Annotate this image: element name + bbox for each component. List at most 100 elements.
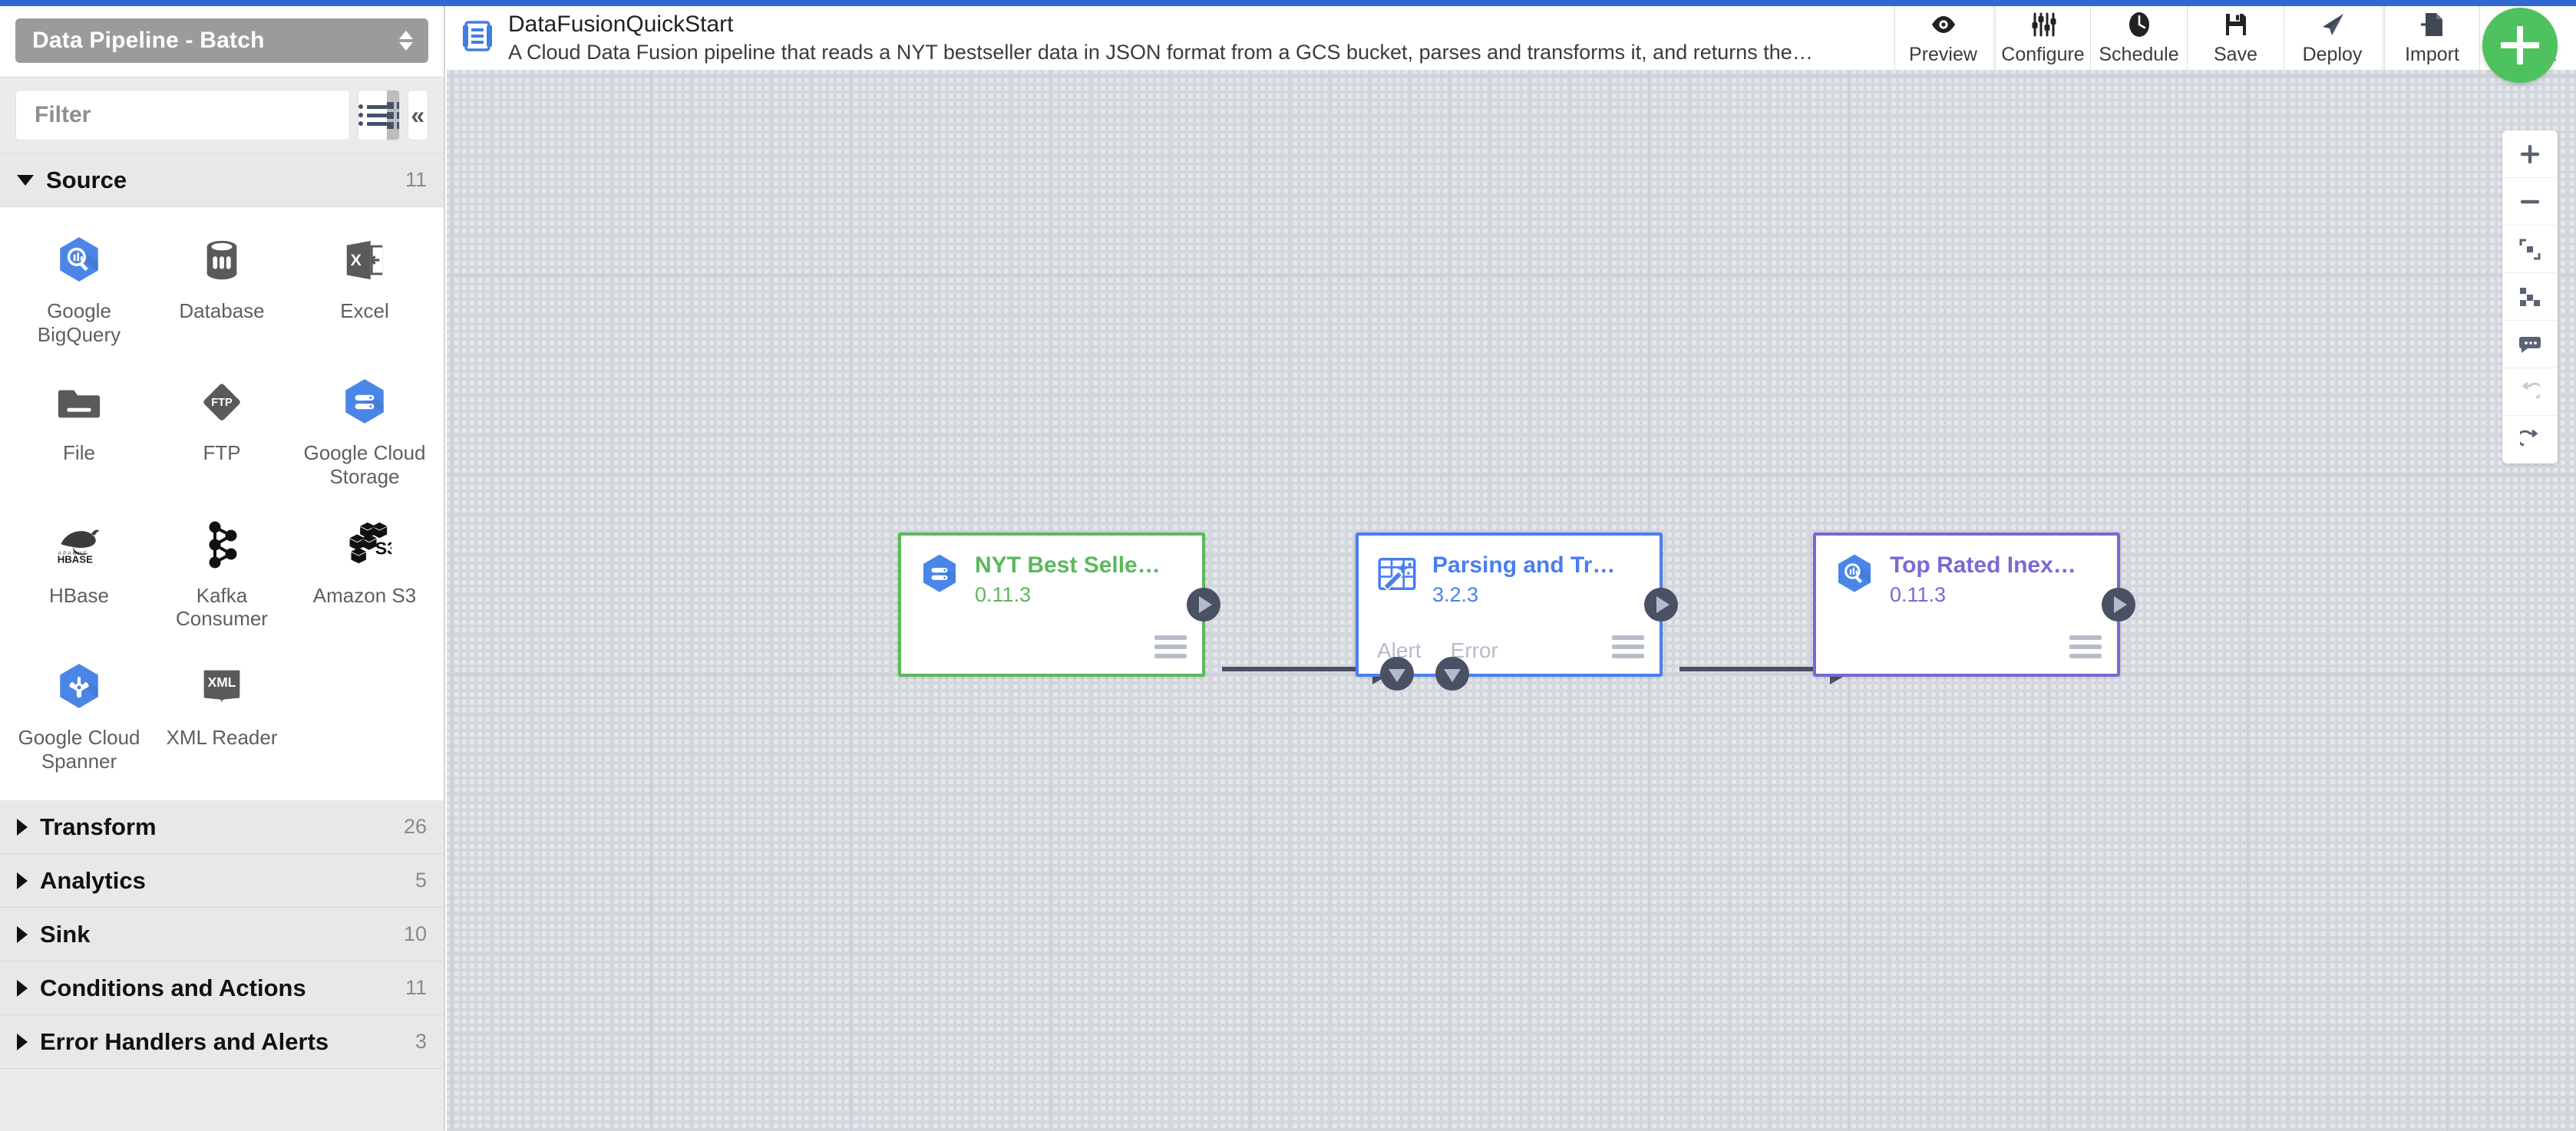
svg-text:S3: S3 <box>375 538 391 558</box>
pipeline-node-sink[interactable]: Top Rated Inex… 0.11.3 <box>1813 533 2135 677</box>
category-label: Source <box>46 166 127 193</box>
category-label: Analytics <box>40 866 146 894</box>
node-error-port[interactable] <box>1435 657 1469 691</box>
toolbar-label: Import <box>2405 43 2459 65</box>
deploy-button[interactable]: Deploy <box>2284 6 2380 70</box>
zoom-in-icon[interactable] <box>2502 130 2558 178</box>
chevron-right-icon <box>17 979 28 997</box>
pipeline-toolbar: DataFusionQuickStart A Cloud Data Fusion… <box>447 6 2576 71</box>
node-alert-port[interactable] <box>1380 657 1414 691</box>
chevron-right-icon <box>17 1033 28 1050</box>
plugin-google-cloud-storage[interactable]: Google Cloud Storage <box>293 369 436 493</box>
xml-reader-icon: XML <box>193 658 250 715</box>
toolbar-label: Configure <box>2001 43 2085 65</box>
toolbar-label: Preview <box>1909 43 1977 65</box>
source-plugin-grid: Google BigQuery Database <box>0 207 444 801</box>
node-output-port[interactable] <box>2102 588 2135 622</box>
import-icon <box>2420 11 2444 38</box>
node-version: 0.11.3 <box>975 582 1032 606</box>
filter-input[interactable] <box>15 90 350 140</box>
plugin-label: Google Cloud Spanner <box>18 726 140 773</box>
page-title: DataFusionQuickStart <box>508 12 734 38</box>
category-count: 5 <box>414 869 427 892</box>
plugin-label: XML Reader <box>166 726 278 750</box>
chevron-down-icon <box>17 174 34 186</box>
redo-icon[interactable] <box>2502 416 2558 463</box>
pipeline-node-source[interactable]: NYT Best Selle… 0.11.3 <box>898 533 1220 677</box>
paper-plane-icon <box>2320 11 2346 38</box>
plugin-label: Database <box>179 299 265 322</box>
hbase-icon: APACHE HBASE <box>51 516 107 573</box>
configure-button[interactable]: Configure <box>1993 6 2090 70</box>
fit-to-screen-icon[interactable] <box>2502 226 2558 273</box>
sidebar-category-analytics[interactable]: Analytics 5 <box>0 854 444 908</box>
grid-view-icon[interactable] <box>387 91 399 140</box>
plugin-filter-bar: « <box>0 77 444 153</box>
pipeline-node-transform[interactable]: Parsing and Tr… 3.2.3 Alert Error <box>1356 533 1678 691</box>
sidebar-category-transform[interactable]: Transform 26 <box>0 800 444 855</box>
sidebar-category-source[interactable]: Source 11 <box>0 153 444 207</box>
google-cloud-spanner-icon <box>51 658 107 715</box>
node-menu-icon[interactable] <box>1612 635 1644 658</box>
eye-icon <box>1930 11 1957 38</box>
google-cloud-storage-icon <box>336 374 393 430</box>
pipeline-meta: DataFusionQuickStart A Cloud Data Fusion… <box>447 6 1894 70</box>
plugin-label: Google BigQuery <box>37 299 121 346</box>
zoom-out-icon[interactable] <box>2502 178 2558 226</box>
plugin-label: Excel <box>340 299 389 322</box>
align-nodes-icon[interactable] <box>2502 273 2558 321</box>
google-cloud-storage-icon <box>918 552 961 595</box>
sidebar-category-error-handlers-and-alerts[interactable]: Error Handlers and Alerts 3 <box>0 1015 444 1070</box>
plugin-amazon-s3[interactable]: S3 Amazon S3 <box>293 512 436 635</box>
pipeline-canvas[interactable]: NYT Best Selle… 0.11.3 <box>447 71 2576 1131</box>
collapse-panel-icon[interactable]: « <box>407 90 428 140</box>
google-bigquery-icon <box>1833 552 1876 595</box>
plugin-hbase[interactable]: APACHE HBASE HBase <box>8 512 150 635</box>
sidebar-category-sink[interactable]: Sink 10 <box>0 908 444 962</box>
category-label: Error Handlers and Alerts <box>40 1027 329 1055</box>
schedule-button[interactable]: Schedule <box>2090 6 2187 70</box>
add-node-button[interactable] <box>2482 8 2558 83</box>
plugin-sidebar: Data Pipeline - Batch <box>0 6 445 1131</box>
amazon-s3-icon: S3 <box>336 516 393 573</box>
node-title: Parsing and Tr… <box>1432 552 1616 578</box>
pipeline-description: A Cloud Data Fusion pipeline that reads … <box>508 40 1813 64</box>
import-button[interactable]: Import <box>2383 6 2479 70</box>
chevron-right-icon <box>17 818 28 836</box>
plugin-kafka-consumer[interactable]: Kafka Consumer <box>150 512 293 635</box>
list-view-icon[interactable] <box>358 91 387 140</box>
plugin-google-bigquery[interactable]: Google BigQuery <box>8 227 150 351</box>
plugin-file[interactable]: File <box>8 369 150 493</box>
comment-icon[interactable] <box>2502 321 2558 368</box>
category-count: 10 <box>403 922 427 946</box>
toolbar-label: Schedule <box>2099 43 2179 65</box>
plugin-google-cloud-spanner[interactable]: Google Cloud Spanner <box>8 654 150 777</box>
node-menu-icon[interactable] <box>2069 635 2102 658</box>
node-output-port[interactable] <box>1187 588 1220 622</box>
category-count: 11 <box>405 168 427 191</box>
toolbar-label: Deploy <box>2302 43 2363 65</box>
svg-text:X: X <box>351 251 362 269</box>
plugin-database[interactable]: Database <box>150 227 293 351</box>
select-spinner-icon <box>399 31 413 51</box>
plugin-xml-reader[interactable]: XML XML Reader <box>150 654 293 777</box>
preview-button[interactable]: Preview <box>1894 6 1991 70</box>
chevron-right-icon <box>17 925 28 943</box>
node-title: NYT Best Selle… <box>975 552 1161 578</box>
plugin-label: HBase <box>48 583 110 607</box>
sidebar-category-conditions-and-actions[interactable]: Conditions and Actions 11 <box>0 961 444 1016</box>
toolbar-actions: Preview Configure <box>1894 6 2576 70</box>
plugin-excel[interactable]: X Excel <box>293 227 436 351</box>
category-label: Sink <box>40 920 91 948</box>
ftp-icon: FTP <box>193 374 250 430</box>
undo-icon[interactable] <box>2502 368 2558 416</box>
node-menu-icon[interactable] <box>1154 635 1187 658</box>
sidebar-filler <box>0 1069 444 1131</box>
excel-icon: X <box>336 232 393 289</box>
pipeline-type-select[interactable]: Data Pipeline - Batch <box>15 18 428 63</box>
node-output-port[interactable] <box>1644 588 1678 622</box>
node-port-labels: Alert Error <box>1377 638 1498 663</box>
plugin-ftp[interactable]: FTP FTP <box>150 369 293 493</box>
save-button[interactable]: Save <box>2187 6 2284 70</box>
chevron-right-icon <box>17 872 28 889</box>
